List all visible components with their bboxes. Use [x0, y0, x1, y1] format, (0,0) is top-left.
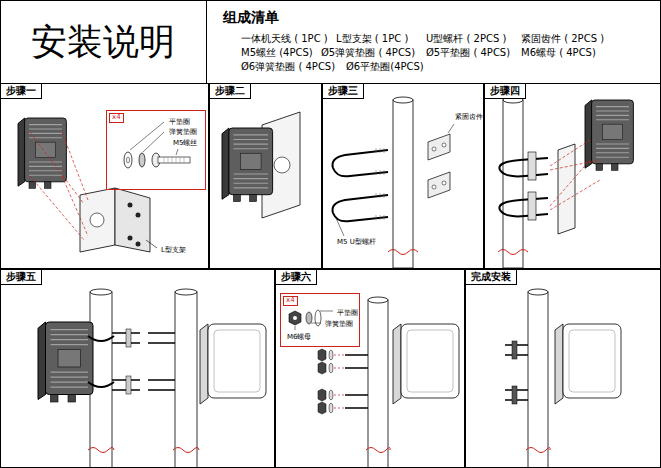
step-panel: 步骤五: [0, 269, 275, 468]
label-text: U型螺杆 ( 2PCS ): [425, 33, 507, 45]
step2-figure: [222, 112, 300, 218]
step5-figure: [38, 289, 266, 468]
label-text: M5螺丝 (4PCS): [240, 47, 314, 59]
quantity-mark: x4: [109, 113, 124, 123]
label-text: Ø5平垫圈 ( 4PCS): [425, 47, 511, 59]
step4-figure: [498, 97, 633, 268]
label-text: M5 U型螺杆: [336, 238, 377, 246]
step1-figure: [18, 118, 190, 252]
complete-figure: [505, 289, 621, 468]
step-panel: 步骤二: [209, 83, 322, 269]
step-panel: 步骤四: [484, 83, 661, 269]
step-heading: 步骤五: [1, 270, 42, 285]
step-heading: 完成安装: [466, 270, 517, 285]
step3-figure: [333, 97, 455, 268]
label-text: Ø6弹簧垫圈 ( 4PCS): [240, 61, 336, 73]
step-panel: 步骤三: [322, 83, 484, 269]
quantity-mark: x4: [283, 296, 298, 306]
part-name: 弹簧垫圈: [169, 129, 197, 137]
part-name: 弹簧垫圈: [325, 321, 353, 329]
step-heading: 步骤三: [323, 84, 364, 99]
part-name: 平垫圈: [169, 119, 190, 127]
step6-figure: [289, 297, 459, 468]
part-name: M5螺丝: [173, 140, 198, 148]
step-heading: 步骤二: [210, 84, 251, 99]
label-text: 组成清单: [222, 9, 280, 25]
step-heading: 步骤四: [485, 84, 526, 99]
label-text: L型支架: [160, 246, 187, 254]
label-text: L型支架 ( 1PC ): [335, 33, 409, 45]
callout-box: x4 平垫圈弹簧垫圈 M5螺丝: [106, 110, 206, 190]
title-text: 安装说明: [0, 0, 206, 83]
label-text: 紧固齿件 ( 2PCS ): [520, 33, 605, 45]
label-text: 一体机天线 ( 1PC ): [240, 33, 329, 45]
step-heading: 步骤一: [1, 84, 42, 99]
step-panel: 步骤一 x4 平垫圈弹簧垫圈 M5螺丝: [0, 83, 209, 269]
label-text: Ø5弹簧垫圈 ( 4PCS): [320, 47, 416, 59]
label-text: Ø6平垫圈(4PCS): [345, 61, 425, 73]
step-panel: 步骤六 x4 平垫圈弹簧垫圈 M6螺母: [275, 269, 465, 468]
part-name: M6螺母: [287, 334, 312, 342]
step-heading: 步骤六: [276, 270, 317, 285]
label-text: M6螺母 ( 4PCS): [520, 47, 597, 59]
label-text: 紧固齿件: [454, 113, 484, 121]
part-name: 平垫圈: [337, 310, 358, 318]
callout-box: x4 平垫圈弹簧垫圈 M6螺母: [280, 293, 360, 347]
step-panel: 完成安装: [465, 269, 661, 468]
